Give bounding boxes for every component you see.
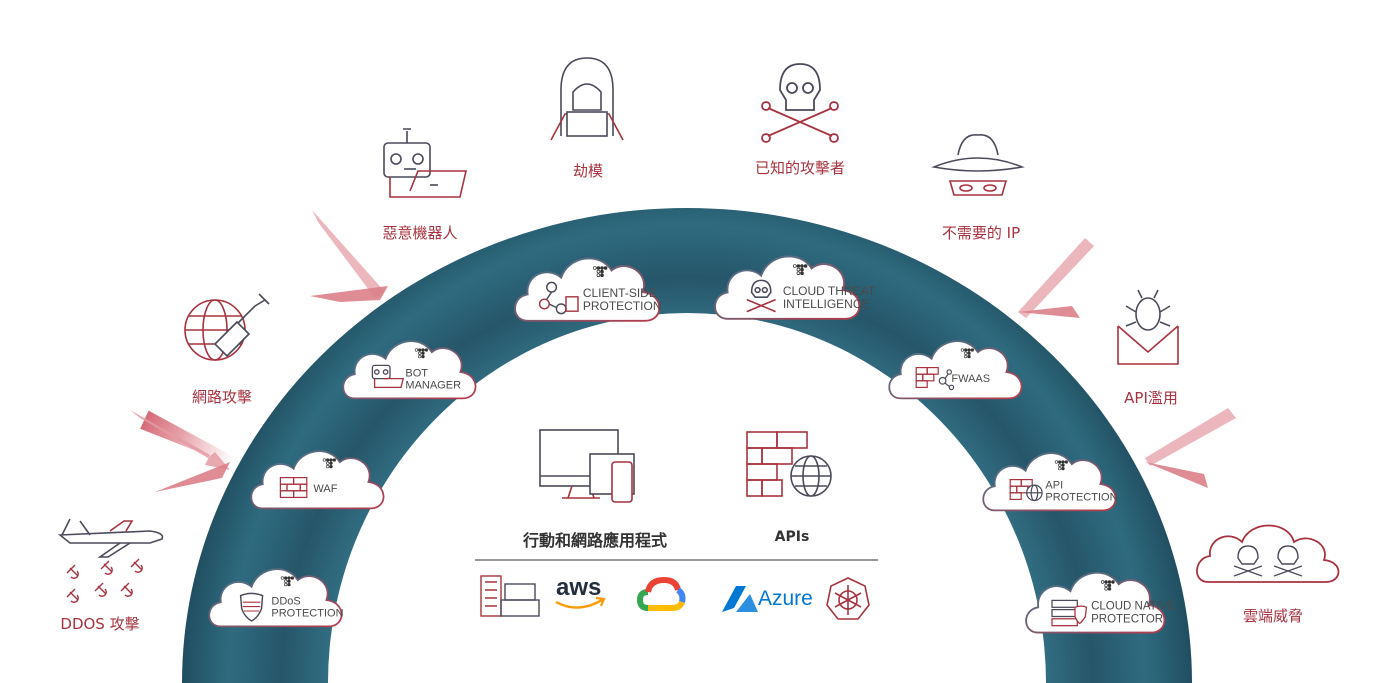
server-icon bbox=[480, 575, 540, 617]
wallnet-icon bbox=[915, 366, 955, 391]
attack-arrow-left-2 bbox=[312, 210, 385, 298]
attack-arrows bbox=[130, 210, 1236, 492]
brand-dots-icon bbox=[280, 576, 294, 587]
google-cloud-logo bbox=[636, 576, 686, 611]
attack-arrow-right-2 bbox=[1145, 408, 1236, 466]
brand-dots-icon bbox=[322, 458, 336, 469]
brand-dots-icon bbox=[593, 266, 608, 277]
cloud-client-side-protection-label-2: PROTECTION bbox=[583, 299, 662, 313]
cloud-ddos-protection-label-2: PROTECTION bbox=[271, 608, 343, 620]
aws-logo bbox=[555, 596, 606, 609]
robot-icon bbox=[371, 364, 405, 389]
bug-envelope-icon bbox=[1117, 289, 1179, 365]
threat-label-web-attack: 網路攻擊 bbox=[191, 388, 253, 406]
threat-label-api-abuse: API濫用 bbox=[1124, 389, 1178, 407]
cloud-waf: WAF bbox=[250, 450, 385, 510]
attack-arrow-right-2-head bbox=[1145, 462, 1208, 488]
cloud-api-protection-label-1: API bbox=[1045, 479, 1063, 491]
cloud-waf-label-1: WAF bbox=[313, 483, 337, 495]
threat-label-ddos: DDOS 攻擊 bbox=[60, 615, 140, 633]
brand-dots-icon bbox=[1100, 580, 1115, 591]
cloud-threat-intelligence-label-2: INTELLIGENCE bbox=[783, 297, 870, 311]
brand-dots-icon bbox=[960, 348, 974, 359]
apps-label: 行動和網路應用程式 bbox=[522, 531, 668, 550]
cloud-skulls-icon bbox=[1196, 524, 1340, 583]
skull-icon bbox=[746, 279, 776, 313]
spy-hat-icon bbox=[931, 134, 1025, 196]
brand-dots-icon bbox=[793, 264, 808, 275]
shield-icon bbox=[239, 592, 264, 622]
robot-laptop-icon bbox=[383, 128, 468, 198]
threat-label-known-attackers: 已知的攻擊者 bbox=[754, 159, 846, 177]
skull-crossbones-icon bbox=[761, 63, 839, 143]
devices-icon bbox=[539, 429, 635, 503]
brand-dots-icon bbox=[1054, 460, 1068, 471]
cloud-threat-intelligence-label-1: CLOUD THREAT bbox=[783, 284, 876, 298]
attack-arrow-left-1 bbox=[130, 410, 230, 470]
firewall-globe-icon bbox=[746, 431, 832, 497]
cloud-ddos-protection-label-1: DDoS bbox=[271, 595, 300, 607]
globe-spray-icon bbox=[184, 293, 270, 361]
network-icon bbox=[538, 281, 579, 315]
cloud-api-protection-label-2: PROTECTION bbox=[1045, 492, 1117, 504]
jet-icon bbox=[57, 518, 164, 558]
attack-arrow-right-1 bbox=[1018, 238, 1094, 318]
cloud-client-side-protection-label-1: CLIENT-SIDE bbox=[583, 286, 657, 300]
threat-label-cloud-threats: 雲端威脅 bbox=[1242, 607, 1304, 625]
servers-icon bbox=[1051, 599, 1088, 627]
wall-icon bbox=[279, 476, 308, 499]
azure-logo bbox=[722, 586, 758, 612]
attack-arrow-right-1-head bbox=[1018, 306, 1080, 318]
aws-wordmark: aws bbox=[556, 574, 602, 601]
cloud-native-protector-label-1: CLOUD NATIVE bbox=[1091, 601, 1175, 613]
attack-arrow-left-1-head bbox=[155, 462, 230, 492]
apis-label: APIs bbox=[774, 529, 810, 545]
threat-label-unwanted-ip: 不需要的 IP bbox=[941, 224, 1021, 242]
cloud-bot-manager-label-2: MANAGER bbox=[405, 380, 461, 392]
cloud-fwaas: FWAAS bbox=[888, 340, 1023, 400]
azure-wordmark: Azure bbox=[758, 587, 813, 610]
cloud-fwaas-label-1: FWAAS bbox=[951, 373, 990, 385]
threat-label-account-takeover: 劫模 bbox=[572, 162, 604, 180]
protection-arch bbox=[182, 208, 1192, 683]
cloud-bot-manager-label-1: BOT bbox=[405, 367, 428, 379]
threat-label-malicious-bots: 惡意機器人 bbox=[382, 224, 458, 242]
attack-arrow-left-2-head bbox=[310, 286, 388, 302]
hacker-icon bbox=[550, 57, 624, 141]
cloud-native-protector-label-2: PROTECTOR bbox=[1091, 613, 1163, 625]
kubernetes-logo bbox=[826, 577, 870, 620]
attack-arrow-ddos bbox=[140, 410, 237, 466]
wallglobe-icon bbox=[1009, 478, 1043, 502]
brand-dots-icon bbox=[414, 348, 428, 359]
bomb-icons bbox=[66, 558, 143, 603]
